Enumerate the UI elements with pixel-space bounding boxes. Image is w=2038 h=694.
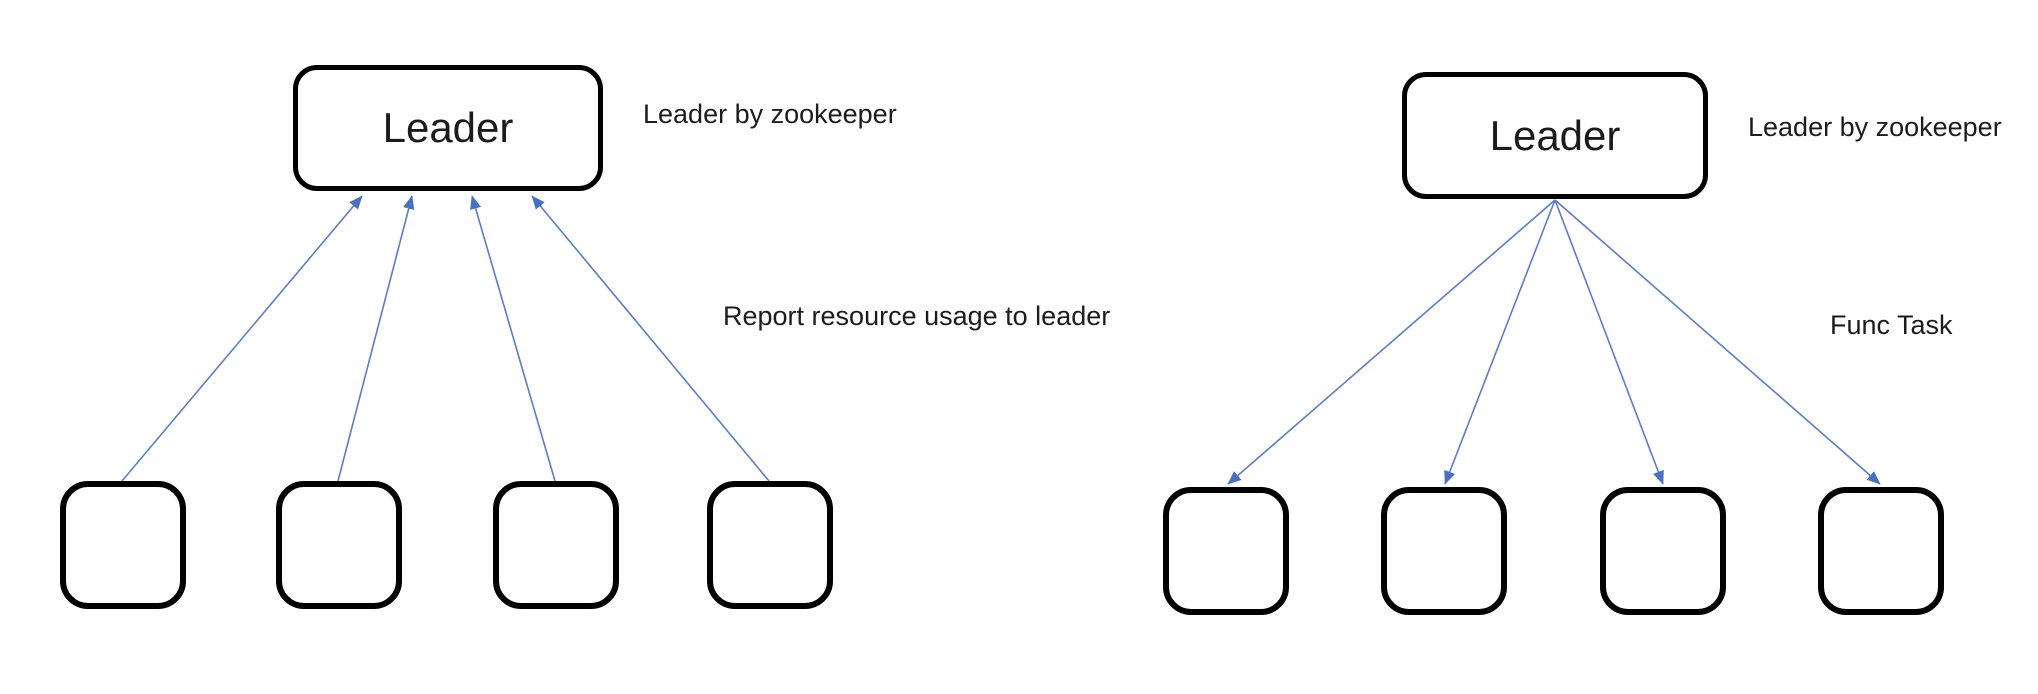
leader-node-left-label: Leader bbox=[382, 104, 514, 151]
worker-node-right-1 bbox=[1163, 487, 1289, 615]
arrow-left-1 bbox=[121, 195, 363, 482]
worker-node-right-2 bbox=[1381, 487, 1507, 615]
caption-func-task: Func Task bbox=[1830, 310, 1953, 340]
arrow-left-4 bbox=[531, 195, 770, 482]
caption-left-leader-by-zookeeper: Leader by zookeeper bbox=[643, 99, 897, 129]
arrow-left-2 bbox=[337, 195, 415, 482]
leader-node-right: Leader bbox=[1402, 72, 1708, 199]
arrow-right-4 bbox=[1554, 199, 1881, 485]
arrow-right-2 bbox=[1444, 199, 1556, 485]
worker-node-left-1 bbox=[60, 481, 186, 609]
worker-node-left-2 bbox=[276, 481, 402, 609]
caption-right-leader-by-zookeeper: Leader by zookeeper bbox=[1748, 112, 2002, 142]
arrow-edges bbox=[121, 195, 1881, 485]
arrow-right-1 bbox=[1227, 199, 1556, 485]
leader-node-left: Leader bbox=[293, 65, 603, 191]
worker-node-right-3 bbox=[1600, 487, 1726, 615]
worker-node-right-4 bbox=[1818, 487, 1944, 615]
worker-node-left-4 bbox=[707, 481, 833, 609]
caption-report-resource-usage: Report resource usage to leader bbox=[723, 301, 1111, 331]
leader-node-right-label: Leader bbox=[1489, 111, 1621, 159]
arrow-right-3 bbox=[1554, 199, 1664, 485]
arrow-left-3 bbox=[470, 195, 556, 482]
worker-node-left-3 bbox=[493, 481, 619, 609]
